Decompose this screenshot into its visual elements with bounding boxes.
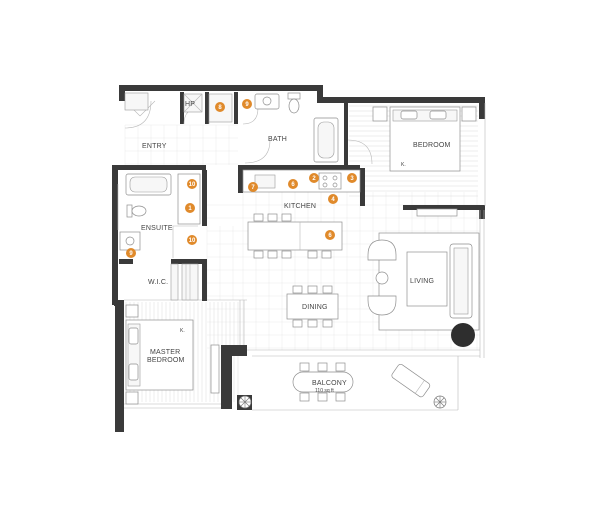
- room-labels: HP ENTRY BATH BEDROOM K. KITCHEN ENSUITE…: [141, 101, 451, 394]
- room-label-bedroom: BEDROOM: [413, 142, 451, 149]
- master-bedroom-furniture: [125, 304, 220, 405]
- living-furniture: [367, 232, 480, 347]
- room-label-ensuite: ENSUITE: [141, 225, 173, 232]
- room-label-hp: HP: [185, 101, 195, 108]
- marker-6-island: 6: [325, 230, 335, 240]
- svg-text:7: 7: [251, 185, 255, 191]
- marker-2: 2: [309, 173, 319, 183]
- room-label-dining: DINING: [302, 304, 328, 311]
- marker-7: 7: [248, 182, 258, 192]
- svg-text:4: 4: [331, 197, 335, 203]
- wic-shelving: [170, 263, 199, 301]
- svg-text:8: 8: [218, 105, 222, 111]
- walls: [112, 85, 485, 432]
- room-label-living: LIVING: [410, 278, 434, 285]
- dining-furniture: [286, 285, 339, 328]
- balcony-furniture: [238, 362, 447, 409]
- marker-1: 1: [185, 203, 195, 213]
- kitchen-counters: [242, 169, 361, 259]
- marker-9-ensuite: 9: [126, 248, 136, 258]
- room-label-wic: W.I.C.: [148, 279, 168, 286]
- svg-text:6: 6: [328, 233, 332, 239]
- marker-10-top: 10: [187, 179, 197, 189]
- bedroom-furniture: [372, 106, 477, 217]
- svg-text:9: 9: [129, 251, 133, 257]
- master-bed-size-label: K.: [180, 328, 185, 334]
- marker-3: 3: [347, 173, 357, 183]
- marker-9-bath: 9: [242, 99, 252, 109]
- balcony-area-label: 110 sq ft: [315, 388, 334, 394]
- marker-6-kitchen: 6: [288, 179, 298, 189]
- room-label-balcony: BALCONY: [312, 380, 347, 387]
- room-label-master: MASTER: [150, 349, 180, 356]
- room-label-bath: BATH: [268, 136, 287, 143]
- svg-text:10: 10: [189, 182, 196, 188]
- room-label-entry: ENTRY: [142, 143, 167, 150]
- svg-text:9: 9: [245, 102, 249, 108]
- svg-text:2: 2: [312, 176, 316, 182]
- floor-lamp-icon: [451, 323, 475, 347]
- svg-text:3: 3: [350, 176, 354, 182]
- marker-10-low: 10: [187, 235, 197, 245]
- bed-size-label: K.: [401, 162, 406, 168]
- marker-4: 4: [328, 194, 338, 204]
- svg-text:10: 10: [189, 238, 196, 244]
- room-label-kitchen: KITCHEN: [284, 203, 316, 210]
- svg-text:1: 1: [188, 206, 192, 212]
- svg-text:6: 6: [291, 182, 295, 188]
- marker-8: 8: [215, 102, 225, 112]
- bathroom-fixtures: [119, 92, 339, 251]
- feature-markers: 8 9 10 1 10 9 7 6 2 3 4 6: [126, 99, 357, 258]
- room-label-master-bedroom: BEDROOM: [147, 357, 185, 364]
